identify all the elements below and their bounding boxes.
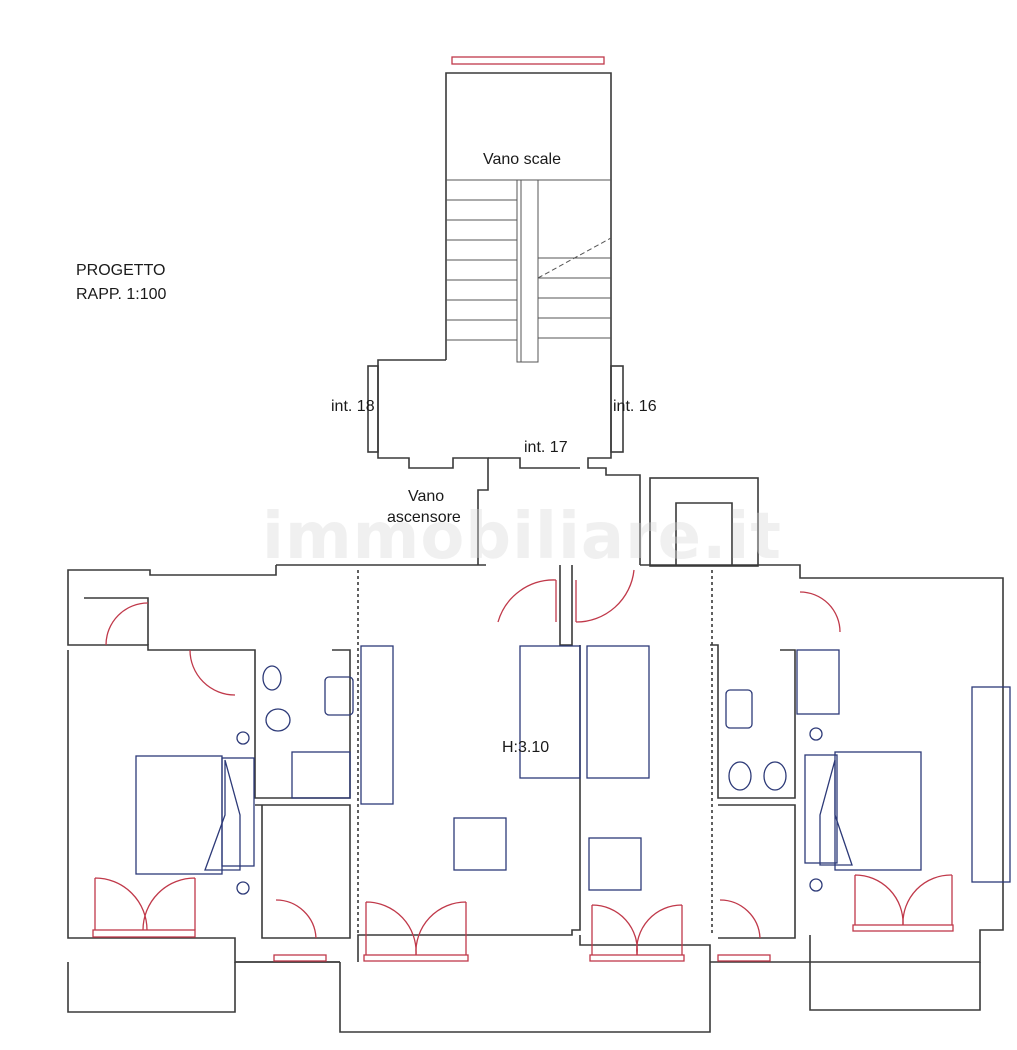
door-arc bbox=[189, 649, 236, 696]
window-leaf bbox=[636, 904, 683, 956]
right-bathroom bbox=[710, 644, 796, 799]
project-title: PROGETTO bbox=[76, 262, 166, 279]
stair-core bbox=[516, 179, 539, 363]
window-sill bbox=[273, 954, 327, 962]
toilet-right bbox=[728, 761, 752, 791]
left-closet bbox=[84, 597, 149, 645]
furniture bbox=[135, 645, 1011, 895]
lamp-left bbox=[236, 881, 250, 895]
lamp-right bbox=[809, 878, 823, 892]
right-balcony bbox=[809, 935, 981, 1011]
walls bbox=[67, 72, 1004, 1033]
left-apartment-top bbox=[67, 565, 277, 651]
pillows-left bbox=[204, 759, 241, 871]
left-apartment-bottom bbox=[67, 650, 340, 963]
stairwell-walls bbox=[445, 72, 612, 360]
right-apartment-outline bbox=[640, 564, 1004, 963]
lamp-left bbox=[236, 731, 250, 745]
landing-right-wall bbox=[587, 360, 641, 565]
elevator-label-line2: ascensore bbox=[387, 509, 461, 526]
watermark: immobiliare.it bbox=[262, 500, 782, 574]
stairs bbox=[446, 179, 612, 363]
door-arc bbox=[575, 569, 635, 623]
bidet-left bbox=[262, 665, 282, 691]
project-scale: RAPP. 1:100 bbox=[76, 286, 167, 303]
door-arc bbox=[105, 602, 149, 646]
door-arc bbox=[497, 579, 557, 623]
door-arc bbox=[799, 591, 841, 633]
window-sill bbox=[717, 954, 771, 962]
shaft-inner bbox=[675, 502, 733, 566]
headboard-left bbox=[221, 757, 255, 867]
window-leaf bbox=[902, 874, 953, 926]
window-sill bbox=[852, 924, 954, 932]
door-arc bbox=[719, 899, 761, 939]
sofa-right bbox=[586, 645, 650, 779]
shower-left bbox=[291, 751, 351, 799]
central-bottom-wall bbox=[357, 645, 581, 962]
unit-18-label: int. 18 bbox=[331, 398, 375, 415]
pillows-right bbox=[819, 759, 853, 866]
sofa-left bbox=[519, 645, 581, 779]
right-closet bbox=[718, 804, 796, 939]
sink-left bbox=[324, 676, 354, 716]
unit-17-label: int. 17 bbox=[524, 439, 568, 456]
shaft-right bbox=[649, 477, 759, 567]
window-sill bbox=[363, 954, 469, 962]
wardrobe-far-right bbox=[971, 686, 1011, 883]
headboard-right bbox=[804, 754, 838, 864]
central-right-bottom bbox=[579, 935, 711, 962]
wardrobe-right bbox=[796, 649, 840, 715]
door-int18-frame bbox=[367, 365, 379, 453]
door-int16-frame bbox=[610, 365, 624, 453]
toilet-left bbox=[265, 708, 291, 732]
sink-right bbox=[725, 689, 753, 729]
doors-windows bbox=[92, 56, 954, 962]
elevator-top-wall bbox=[488, 457, 580, 469]
unit-16-label: int. 16 bbox=[613, 398, 657, 415]
table-left bbox=[453, 817, 507, 871]
bed-left bbox=[135, 755, 223, 875]
center-balcony bbox=[339, 962, 711, 1033]
stair-cut-line bbox=[537, 237, 612, 279]
window-sill bbox=[589, 954, 685, 962]
door-arc bbox=[275, 899, 317, 939]
window-leaf bbox=[591, 904, 638, 956]
ceiling-height-label: H:3.10 bbox=[502, 739, 550, 756]
lamp-right bbox=[809, 727, 823, 741]
central-divider-top bbox=[559, 565, 573, 646]
elevator-label-line1: Vano bbox=[408, 488, 445, 505]
stair-window bbox=[451, 56, 605, 65]
wardrobe-left bbox=[360, 645, 394, 805]
window-leaf bbox=[854, 874, 904, 926]
left-balcony bbox=[67, 962, 236, 1013]
window-sill bbox=[92, 929, 196, 938]
window-leaf bbox=[142, 877, 196, 931]
bidet-right bbox=[763, 761, 787, 791]
table-right bbox=[588, 837, 642, 891]
window-leaf bbox=[415, 901, 467, 956]
stair-label: Vano scale bbox=[483, 151, 561, 168]
window-leaf bbox=[94, 877, 148, 931]
window-leaf bbox=[365, 901, 417, 956]
left-closet-2 bbox=[255, 804, 351, 939]
